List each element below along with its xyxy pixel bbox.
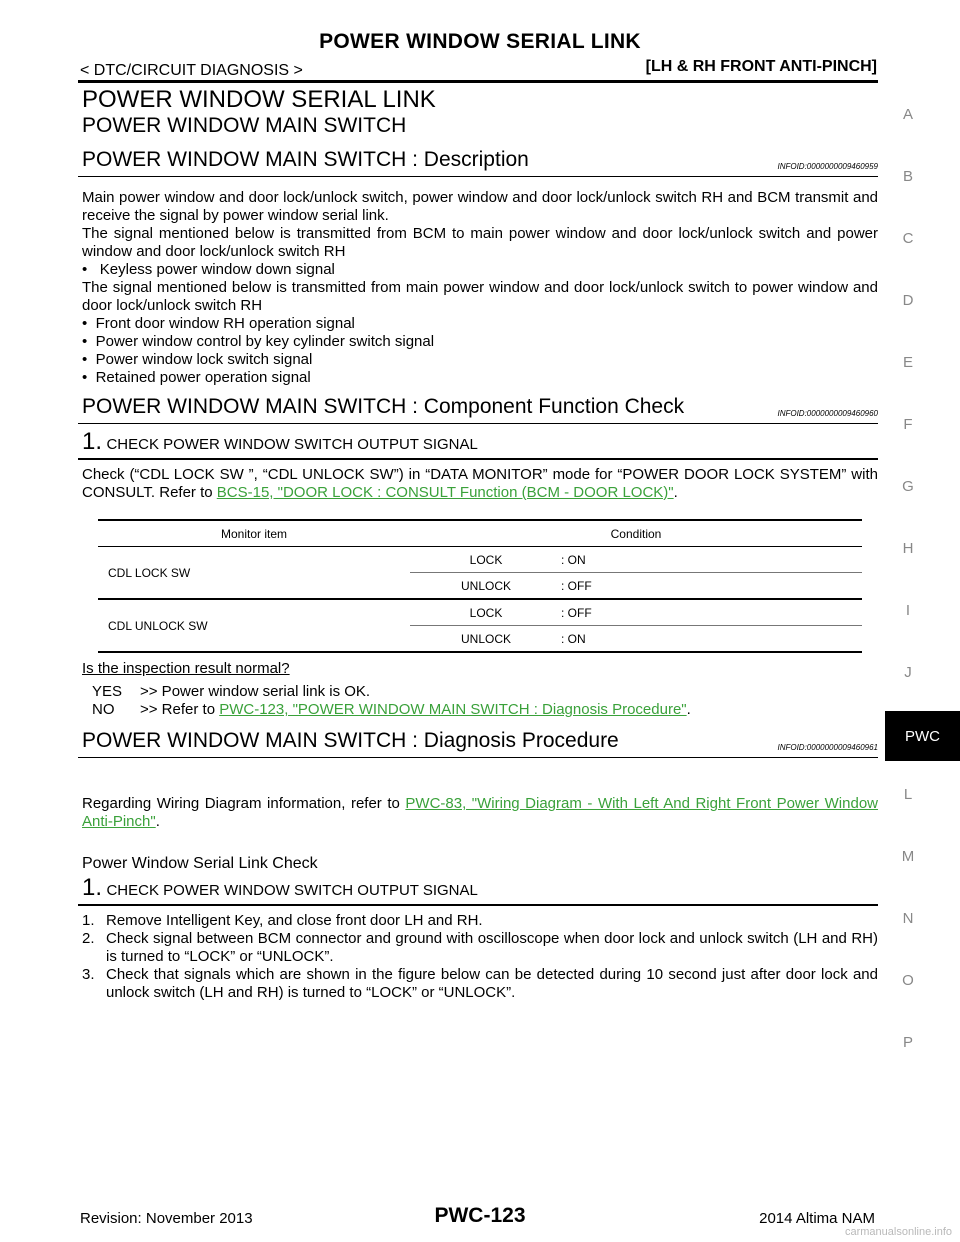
diag-step-heading: 1. CHECK POWER WINDOW SWITCH OUTPUT SIGN… [82,874,478,902]
description-heading: POWER WINDOW MAIN SWITCH : Description [82,148,529,171]
index-letter-f[interactable]: F [903,416,913,433]
list-item: 1.Remove Intelligent Key, and close fron… [82,912,483,929]
index-letter-g[interactable]: G [902,478,914,495]
table-row: UNLOCK: ON [98,625,862,653]
diag-rule [78,757,878,758]
description-p2: The signal mentioned below is transmitte… [82,225,878,260]
description-body: Main power window and door lock/unlock s… [82,189,878,387]
table-row: CDL LOCK SW LOCK: ON [98,546,862,600]
watermark-text: carmanualsonline.info [844,1226,952,1238]
table-cell-condition: LOCK: OFF [410,599,862,626]
inspection-question: Is the inspection result normal? [82,660,290,677]
footer-revision: Revision: November 2013 [80,1210,253,1227]
index-letter-o[interactable]: O [902,972,914,989]
list-item: • Keyless power window down signal [82,261,335,278]
index-letter-a[interactable]: A [902,106,913,123]
running-header-section: < DTC/CIRCUIT DIAGNOSIS > [80,62,303,79]
step-number: 1. [82,428,103,455]
running-header-variant: [LH & RH FRONT ANTI-PINCH] [645,58,877,75]
cfc-infoid: INFOID:0000000009460960 [777,409,878,418]
step-rule [78,458,878,460]
table-row: CDL UNLOCK SW LOCK: OFF [98,599,862,653]
table-row: UNLOCK: OFF [98,572,862,600]
index-letter-p[interactable]: P [902,1034,913,1051]
description-p3: The signal mentioned below is transmitte… [82,279,878,314]
index-letter-d[interactable]: D [902,292,914,309]
section-title: POWER WINDOW SERIAL LINK [82,86,436,113]
diag-infoid: INFOID:0000000009460961 [777,743,878,752]
cfc-step-heading: 1. CHECK POWER WINDOW SWITCH OUTPUT SIGN… [82,428,478,456]
index-letter-n[interactable]: N [902,910,914,927]
index-letter-j[interactable]: J [904,664,912,681]
subsection-title: POWER WINDOW MAIN SWITCH [82,114,407,137]
step-title: CHECK POWER WINDOW SWITCH OUTPUT SIGNAL [106,436,478,453]
list-item: • Retained power operation signal [82,369,311,386]
footer-page-number: PWC-123 [434,1204,526,1227]
no-branch: NO>> Refer to PWC-123, "POWER WINDOW MAI… [92,701,691,718]
list-item: • Power window lock switch signal [82,351,313,368]
list-item: 2.Check signal between BCM connector and… [82,930,878,965]
wiring-reference: Regarding Wiring Diagram information, re… [82,795,879,830]
no-label: NO [92,701,115,718]
cfc-heading: POWER WINDOW MAIN SWITCH : Component Fun… [82,395,685,418]
index-letter-i[interactable]: I [905,602,911,619]
list-item: • Power window control by key cylinder s… [82,333,435,350]
footer-model: 2014 Altima NAM [759,1210,875,1227]
description-p1: Main power window and door lock/unlock s… [82,189,878,224]
description-infoid: INFOID:0000000009460959 [777,162,878,171]
index-tab-pwc[interactable]: PWC [885,711,960,761]
cfc-rule [78,423,878,424]
index-letter-b[interactable]: B [902,168,913,185]
step-number: 1. [82,874,103,901]
table-header-monitor-item: Monitor item [98,519,410,547]
pwc-123-link[interactable]: PWC-123, "POWER WINDOW MAIN SWITCH : Dia… [219,701,687,718]
table-cell-item: CDL UNLOCK SW [98,599,410,653]
index-letter-c[interactable]: C [902,230,914,247]
yes-branch: YES>> Power window serial link is OK. [92,683,371,700]
index-letter-e[interactable]: E [902,354,913,371]
table-cell-condition: LOCK: ON [410,546,862,573]
diag-step-list: 1.Remove Intelligent Key, and close fron… [82,912,878,1002]
list-item: • Front door window RH operation signal [82,315,355,332]
table-cell-condition: UNLOCK: ON [410,625,862,653]
description-rule [78,176,878,177]
table-header-condition: Condition [410,519,862,547]
index-letter-l[interactable]: L [903,786,913,803]
running-header-title: POWER WINDOW SERIAL LINK [319,30,641,53]
diag-heading: POWER WINDOW MAIN SWITCH : Diagnosis Pro… [82,729,619,752]
list-item: 3.Check that signals which are shown in … [82,966,878,1001]
index-letter-h[interactable]: H [902,540,914,557]
pwc-83-link[interactable]: PWC-83, "Wiring Diagram - With Left And … [82,795,879,830]
bcs-15-link[interactable]: BCS-15, "DOOR LOCK : CONSULT Function (B… [216,484,674,501]
table-cell-item: CDL LOCK SW [98,546,410,600]
yes-label: YES [92,683,123,700]
step-rule [78,904,878,906]
index-letter-m[interactable]: M [901,848,915,865]
step-title: CHECK POWER WINDOW SWITCH OUTPUT SIGNAL [106,882,478,899]
monitor-table: Monitor item Condition CDL LOCK SW LOCK:… [98,519,862,653]
cfc-instruction: Check (“CDL LOCK SW ”, “CDL UNLOCK SW”) … [82,466,878,501]
serial-link-check-title: Power Window Serial Link Check [82,855,318,872]
header-rule [78,80,878,83]
table-cell-condition: UNLOCK: OFF [410,572,862,600]
